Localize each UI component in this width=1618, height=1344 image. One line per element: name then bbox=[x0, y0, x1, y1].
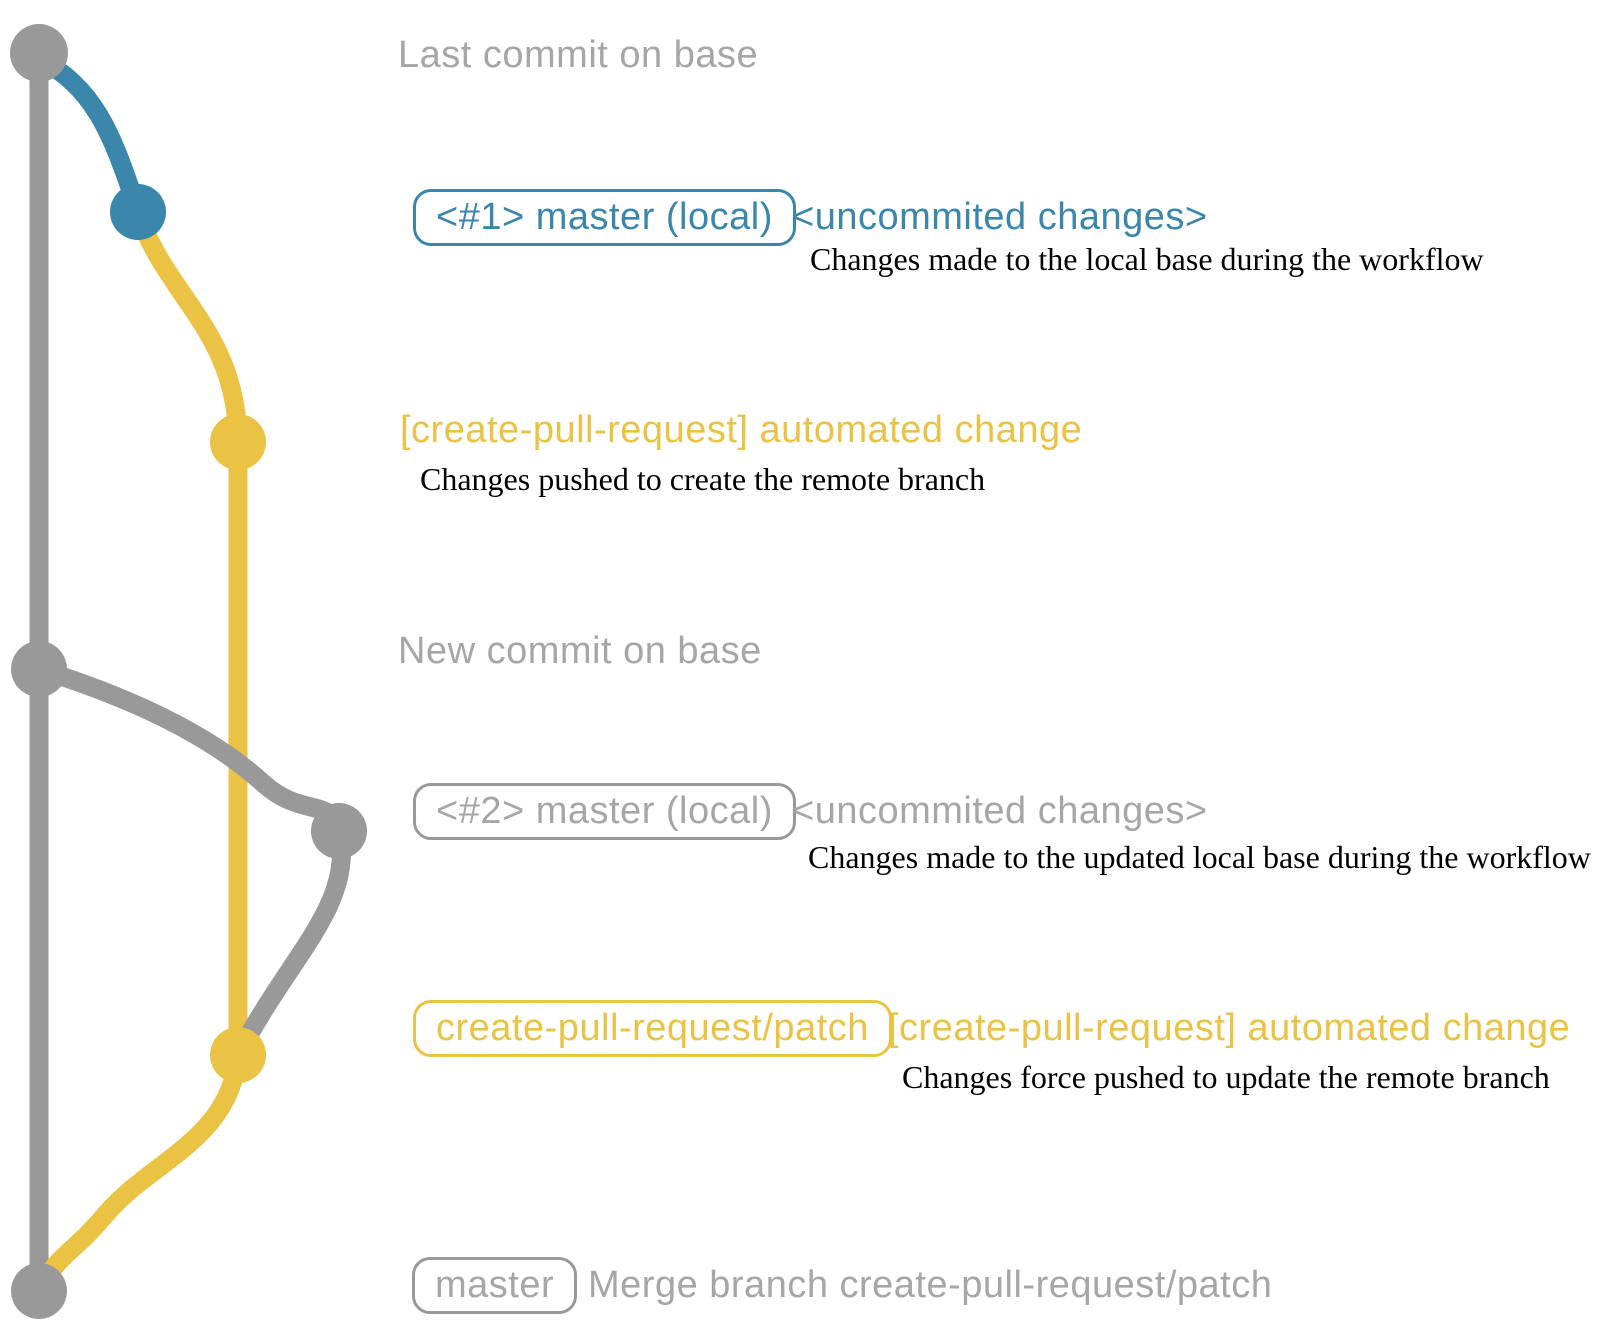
branch-tag-patch: create-pull-request/patch bbox=[413, 1000, 892, 1057]
description-force-push: Changes force pushed to update the remot… bbox=[902, 1059, 1550, 1095]
automated-change-1-label: [create-pull-request] automated change bbox=[400, 409, 1083, 451]
last-commit-label: Last commit on base bbox=[398, 34, 759, 76]
commit-node-new-base bbox=[11, 641, 67, 697]
commit-node-local-1 bbox=[110, 184, 166, 240]
patch-branch-line bbox=[32, 208, 248, 1295]
commit-node-local-2 bbox=[311, 803, 367, 859]
new-commit-label: New commit on base bbox=[398, 630, 762, 672]
automated-change-2-label: [create-pull-request] automated change bbox=[888, 1007, 1571, 1049]
uncommitted-changes-1-label: <uncommited changes> bbox=[792, 196, 1208, 238]
commit-node-last-base bbox=[10, 24, 68, 82]
branch-tag-master: master bbox=[412, 1257, 578, 1314]
branch-tag-master-local-1-text: <#1> master (local) bbox=[436, 196, 773, 238]
branch-tag-master-text: master bbox=[435, 1264, 555, 1306]
uncommitted-changes-2-label: <uncommited changes> bbox=[792, 790, 1208, 832]
description-local-changes-1: Changes made to the local base during th… bbox=[810, 241, 1484, 277]
description-push-remote: Changes pushed to create the remote bran… bbox=[420, 461, 986, 497]
branch-tag-master-local-1: <#1> master (local) bbox=[413, 189, 796, 246]
branch-tag-master-local-2-text: <#2> master (local) bbox=[436, 790, 773, 832]
commit-node-merge bbox=[11, 1263, 67, 1319]
commit-node-patch-2 bbox=[210, 1027, 266, 1083]
merge-branch-label: Merge branch create-pull-request/patch bbox=[588, 1264, 1273, 1306]
updated-local-branch-line bbox=[36, 659, 351, 1060]
description-local-changes-2: Changes made to the updated local base d… bbox=[808, 839, 1591, 875]
branch-tag-master-local-2: <#2> master (local) bbox=[413, 783, 796, 840]
commit-node-patch-1 bbox=[210, 414, 266, 470]
branch-tag-patch-text: create-pull-request/patch bbox=[436, 1007, 869, 1049]
